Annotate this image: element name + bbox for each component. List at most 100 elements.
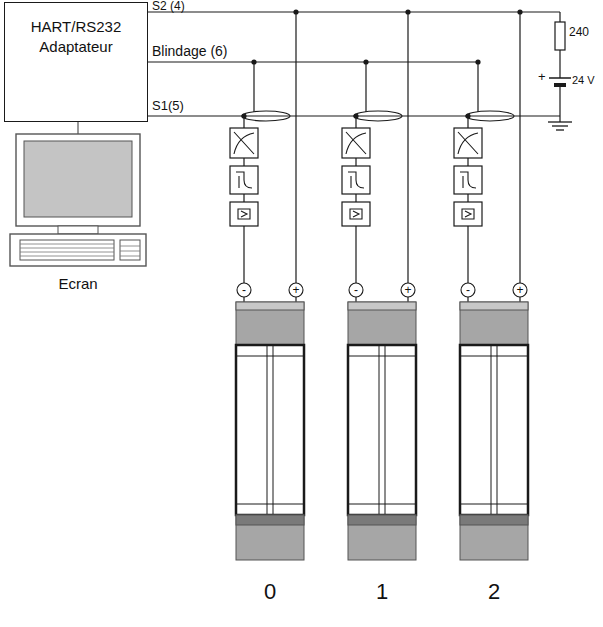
minus-wire [355, 194, 356, 202]
block-icon [460, 172, 476, 188]
cable-shield [466, 111, 514, 121]
wire [355, 297, 356, 302]
shield-drop [253, 62, 254, 112]
ground-symbol [552, 125, 568, 126]
ground-symbol [556, 129, 564, 130]
terminal-sign: + [404, 283, 411, 297]
shield-drop [477, 62, 478, 112]
shield-drop [365, 62, 366, 112]
body-line [497, 345, 498, 515]
transmitter-head [460, 302, 528, 345]
head-band [460, 302, 528, 310]
terminal-circle [237, 283, 251, 297]
signal-name: S2 (4) [152, 0, 185, 13]
terminal-sign: + [516, 283, 523, 297]
transmitter-head [348, 302, 416, 345]
base-band [460, 515, 528, 525]
function-block [454, 166, 482, 194]
wire [559, 87, 560, 116]
ground-symbol [548, 121, 572, 122]
body-line [348, 356, 416, 357]
signal-name: S1(5) [152, 99, 184, 113]
terminal-circle [289, 283, 303, 297]
computer-terminal: Ecran [8, 130, 148, 294]
function-block [230, 202, 258, 226]
body-line [267, 345, 268, 515]
terminal-sign: - [466, 283, 470, 297]
transmitter-head [236, 302, 304, 345]
head-band [236, 302, 304, 310]
block-icon [462, 209, 474, 219]
block-icon [234, 132, 254, 154]
body-line [273, 345, 274, 515]
plus-wire [519, 12, 520, 283]
block-icon [346, 132, 366, 154]
body-line [236, 356, 304, 357]
block-icon [350, 209, 362, 219]
wire [407, 297, 408, 302]
base-band [236, 515, 304, 525]
transmitter-body [236, 345, 304, 515]
terminal-sign: - [354, 283, 358, 297]
cable-shield [242, 111, 290, 121]
plus-wire [295, 12, 296, 283]
supply-voltage: 24 V [572, 74, 595, 86]
minus-wire [243, 226, 244, 283]
transmitter-base [460, 515, 528, 560]
body-line [348, 504, 416, 505]
function-block [454, 128, 482, 158]
resistor-value: 240 [569, 26, 589, 39]
minus-wire [243, 116, 244, 128]
function-block [454, 202, 482, 226]
adapter-box: HART/RS232 Adaptateur [4, 2, 148, 122]
body-line [491, 345, 492, 515]
signal-name: Blindage (6) [152, 44, 228, 59]
block-icon [348, 172, 364, 188]
minus-wire [467, 158, 468, 166]
polarity-sign: + [538, 70, 546, 84]
wire [559, 116, 560, 122]
transmitter-body [348, 345, 416, 515]
body-line [385, 345, 386, 515]
transmitter-base [236, 515, 304, 560]
body-line [460, 504, 528, 505]
device-address: 0 [264, 580, 276, 604]
minus-wire [243, 194, 244, 202]
resistor-symbol [555, 22, 565, 50]
device-address: 2 [488, 580, 500, 604]
wire [295, 297, 296, 302]
body-line [460, 356, 528, 357]
function-block [342, 166, 370, 194]
base-band [348, 515, 416, 525]
function-block [342, 128, 370, 158]
minus-wire [355, 226, 356, 283]
adapter-label: HART/RS232 Adaptateur [11, 17, 141, 58]
device-address: 1 [376, 580, 388, 604]
wire [519, 297, 520, 302]
wire [559, 50, 560, 78]
terminal-sign: + [292, 283, 299, 297]
terminal-circle [349, 283, 363, 297]
connector-line [77, 122, 78, 134]
terminal-circle [401, 283, 415, 297]
terminal-circle [461, 283, 475, 297]
terminal-sign: - [242, 283, 246, 297]
s2-wire [148, 11, 560, 12]
function-block [342, 202, 370, 226]
minus-wire [467, 194, 468, 202]
shield-wire [148, 61, 478, 62]
cable-shield [354, 111, 402, 121]
body-line [236, 504, 304, 505]
transmitter-body [460, 345, 528, 515]
minus-wire [243, 158, 244, 166]
screen-caption: Ecran [58, 274, 97, 294]
block-icon [236, 172, 252, 188]
plus-wire [407, 12, 408, 283]
function-block [230, 166, 258, 194]
body-line [379, 345, 380, 515]
head-band [348, 302, 416, 310]
wire [559, 12, 560, 22]
